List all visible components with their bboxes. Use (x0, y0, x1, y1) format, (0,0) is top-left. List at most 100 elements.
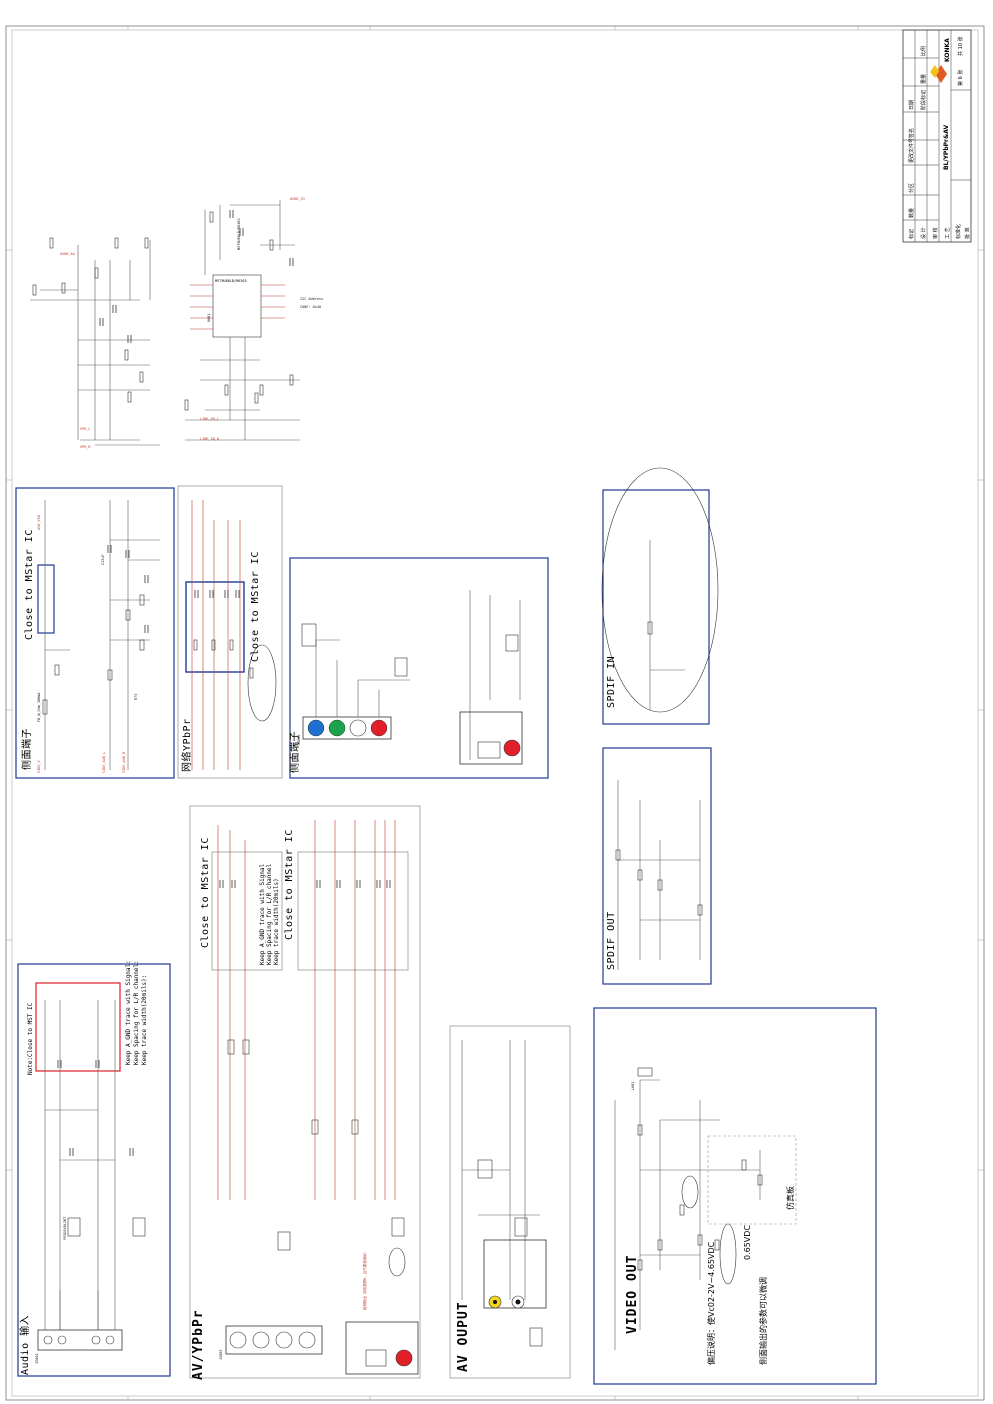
audio-esd-1 (67, 1217, 81, 1237)
box-side-terminal-right (289, 557, 549, 779)
av-red-circle (395, 1349, 413, 1367)
svg-text:SPK_L: SPK_L (80, 427, 91, 431)
av-ypbpr-inductors (227, 1039, 359, 1135)
tb-date: 日期 (909, 100, 915, 110)
audio-jack-js601 (37, 1329, 123, 1351)
note-video-3: 0.65VDC (743, 1225, 752, 1260)
av-esd-2 (391, 1217, 405, 1237)
tb-sheet: 第 6 张 (957, 70, 964, 86)
section-side-terminal-2: 侧面端子 (288, 731, 301, 773)
svg-text:AVDD_33: AVDD_33 (290, 197, 305, 201)
label-r75: R75 (134, 694, 138, 700)
tb-design: 设 计 (920, 227, 927, 239)
av-connector-box (345, 1321, 419, 1375)
top-audio-ic-area (30, 200, 300, 446)
label-js603: JS603 (219, 1349, 223, 1360)
note-close-mstar-1: Close to MStar IC (24, 529, 35, 640)
section-av-ypbpr: AV/YPbPr (191, 1309, 206, 1380)
box-network-ypbpr (177, 485, 283, 779)
top-caps (99, 210, 294, 343)
av-esd-1 (277, 1231, 291, 1251)
note-video-1: 偏压说明：使Vc02-2V~4.65VDC (706, 1241, 716, 1365)
tb-sign: 签名 (908, 128, 915, 138)
note-keep-trace-4: Keep A_GND trace with Signal: (125, 960, 132, 1065)
svg-text:SPK_R: SPK_R (80, 445, 91, 449)
tb-doc: 更改文件号 (908, 138, 915, 163)
av-out-esd-3 (514, 1217, 528, 1237)
tb-ratio: 比例 (920, 46, 927, 56)
box-video-sim (707, 1135, 797, 1225)
av-ypbpr-caps (219, 880, 391, 888)
note-keep-trace-5: Keep Spacing for L/R channel: (133, 960, 140, 1065)
audio-jack-pins (43, 1335, 115, 1345)
av-out-esd-1 (477, 1159, 493, 1179)
ypbpr-caps (194, 590, 240, 598)
section-audio-input: Audio 输入 (18, 1315, 31, 1375)
tb-approve: 批 准 (964, 227, 971, 239)
av-out-jack-box (483, 1239, 547, 1309)
svg-text:AVDD_AU: AVDD_AU (60, 252, 75, 256)
tb-craft: 工 艺 (945, 227, 951, 239)
side-left-parts (42, 594, 145, 715)
ellipse-video-1 (681, 1175, 699, 1209)
jack-side-js602 (302, 716, 392, 740)
av-ypbpr-wires (217, 820, 396, 1200)
box-audio-input (17, 963, 171, 1377)
note-close-mstar-3: Close to MStar IC (200, 837, 211, 948)
tb-total: 共 10 张 (957, 36, 964, 56)
ellipse-spdif-in (601, 467, 719, 713)
svg-text:SIDE_AUD_L: SIDE_AUD_L (102, 752, 106, 773)
label-l601: L601 (631, 1082, 635, 1090)
tb-zone: 分区 (908, 183, 915, 193)
box-spdif-out (602, 747, 712, 985)
box-close-mstar-inner (37, 564, 55, 634)
section-av-output: AV OUPUT (456, 1301, 471, 1372)
section-network-ypbpr: 网络YPbPr (180, 718, 193, 772)
tb-stage: 阶段标记 (920, 90, 927, 110)
tb-count: 数量 (908, 208, 915, 218)
label-js602: JS602 (297, 734, 301, 745)
esd-chip-right-1 (301, 623, 317, 647)
side-left-caps (107, 545, 149, 633)
box-close-mstar-4 (297, 851, 409, 971)
spdif-out-wires (617, 780, 701, 970)
note-keep-trace-1: Keep A_GND trace with Signal (259, 863, 266, 965)
video-out-wires (614, 1079, 761, 1350)
label-js601: JS601 (35, 1353, 39, 1364)
connector-box-right (459, 711, 523, 765)
label-fb: FB_W_Ohm_100mA (37, 692, 41, 722)
av-out-esd-2 (529, 1327, 543, 1347)
note-close-mstar-2: Close to MStar IC (250, 551, 261, 662)
spdif-in-wires (649, 540, 685, 710)
jack-white-circle (349, 719, 367, 737)
section-video-out: VIDEO OUT (625, 1255, 640, 1334)
label-u601: U601 (207, 314, 211, 322)
ellipse-video-2 (719, 1223, 737, 1285)
svg-text:CONF: 0x40: CONF: 0x40 (300, 305, 321, 309)
svg-text:LINE_IN_R: LINE_IN_R (200, 437, 220, 441)
tb-model: BL/YPbPr&AV (943, 125, 950, 170)
spdif-in-resistor (647, 621, 653, 635)
jack-blue-circle (307, 719, 325, 737)
tb-std: 标准化 (955, 224, 962, 239)
tb-mark: 标记 (908, 229, 915, 239)
connector-box-inner (477, 741, 501, 759)
av-out-yellow-dot (493, 1300, 497, 1304)
inner-frame (11, 29, 979, 1397)
box-note-close-mst (35, 982, 121, 1072)
box-close-mstar-2 (185, 581, 245, 673)
ellipse-net-ypbpr (247, 644, 277, 722)
av-jack-js603 (225, 1325, 323, 1355)
av-note: 射频输出 请勿漏焊R，且不要使用NC- (362, 1250, 367, 1310)
red-jack-circle-right (503, 739, 521, 757)
spdif-out-parts (615, 849, 703, 916)
box-close-mstar-3 (211, 851, 283, 971)
note-keep-trace-6: Keep trace width(20mils): (141, 975, 148, 1065)
svg-text:I2C Address: I2C Address (300, 297, 323, 301)
note-close-mst: Note:Close to MST IC (27, 1002, 34, 1075)
side-left-wires (44, 500, 160, 770)
tb-weight: 重量 (920, 74, 927, 84)
label-c22uf: C22uF (101, 554, 105, 565)
svg-text:SIDE_V: SIDE_V (37, 759, 41, 773)
